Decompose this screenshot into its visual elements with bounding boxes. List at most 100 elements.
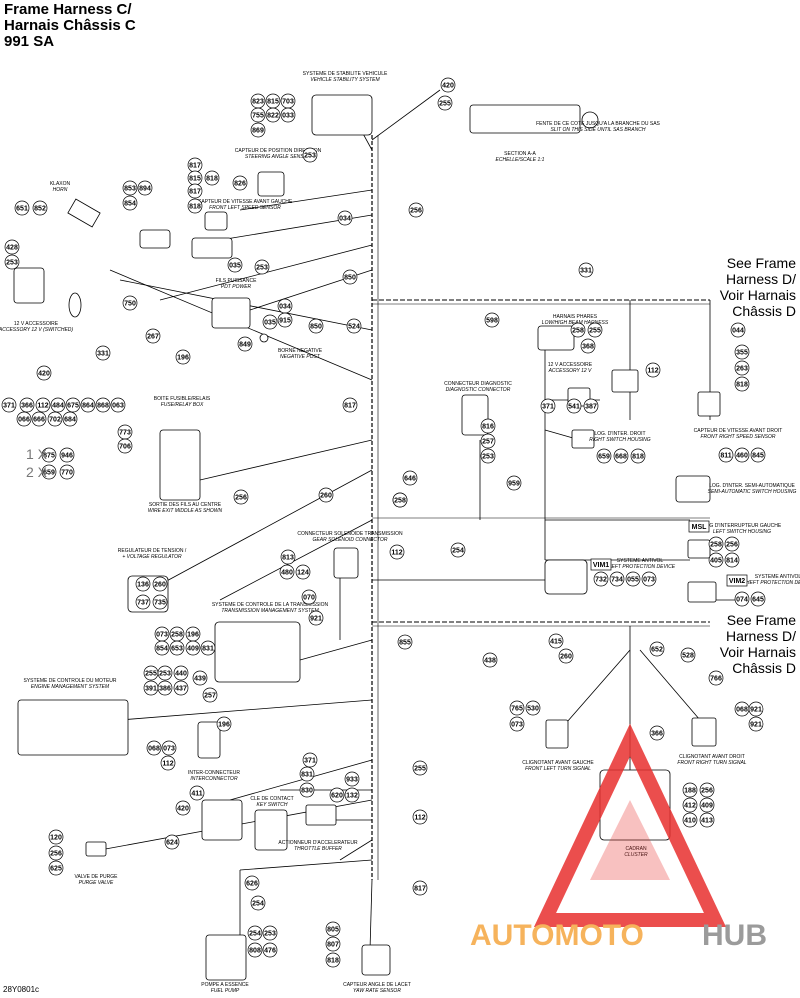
component-label-fr: SYSTEME DE CONTROLE DE LA TRANSMISSION (212, 602, 329, 608)
callout-number: 816 (482, 424, 494, 431)
callout-circle (480, 448, 496, 464)
callout-circle (682, 812, 698, 828)
svg-text:AUTOMOTO: AUTOMOTO (470, 919, 644, 952)
callout-circle (389, 544, 405, 560)
callout-circle (325, 936, 341, 952)
callout-number: 255 (414, 766, 426, 773)
callout-circle (397, 634, 413, 650)
callout-circle (175, 349, 191, 365)
callout-number: 355 (736, 350, 748, 357)
page-title: Frame Harness C/ Harnais Châssis C 991 S… (4, 2, 136, 50)
callout-circle (578, 262, 594, 278)
callout-number: 646 (404, 476, 416, 483)
component-label-fr: SYSTEME DE STABILITE VEHICULE (303, 71, 388, 77)
small-label-text: VIM1 (593, 562, 609, 569)
callout-circle (50, 397, 66, 413)
callout-number: 805 (327, 927, 339, 934)
callout-circle (625, 571, 641, 587)
callout-circle (192, 670, 208, 686)
callout-circle (32, 200, 48, 216)
callout-circle (31, 411, 47, 427)
beam-harness-part (537, 325, 575, 351)
callout-number: 864 (82, 403, 94, 410)
component-label-en: KEY SWITCH (256, 802, 287, 808)
see-frame-line: Harness D/ (725, 628, 796, 644)
callout-number: 253 (304, 153, 316, 160)
callout-circle (641, 571, 657, 587)
component-label-en: NEGATIVE POST (280, 354, 321, 360)
callout-number: 405 (710, 558, 722, 565)
callout-number: 770 (61, 470, 73, 477)
component-label-fr: SYSTEME ANTIVOL (755, 574, 800, 580)
callout-circle (152, 594, 168, 610)
component-label-fr: LOG. D'INTER. SEMI-AUTOMATIQUE (709, 483, 795, 489)
component-label-en: THEFT PROTECTION DEVICE (605, 564, 676, 570)
callout-circle (540, 398, 556, 414)
callout-circle (41, 447, 57, 463)
component-label-fr: ACTIONNEUR D'ACCELERATEUR (278, 840, 358, 846)
quantity-1x: 1 X (26, 446, 48, 462)
component-label-fr: BORNE NEGATIVE (278, 348, 323, 354)
callout-number: 868 (97, 403, 109, 410)
callout-number: 257 (482, 439, 494, 446)
component-label-fr: INTER-CONNECTEUR (188, 770, 240, 776)
component-label-en: ACCESSORY 12 V (SWITCHED) (0, 327, 73, 333)
callout-number: 035 (229, 263, 241, 270)
callout-circle (748, 716, 764, 732)
callout-circle (325, 952, 341, 968)
callout-number: 413 (701, 818, 713, 825)
callout-circle (484, 312, 500, 328)
callout-number: 074 (736, 597, 748, 604)
callout-number: 850 (310, 324, 322, 331)
callout-number: 541 (568, 404, 580, 411)
callout-circle (645, 362, 661, 378)
callout-number: 258 (171, 632, 183, 639)
callout-number: 830 (301, 788, 313, 795)
component-label-en: WIRE EXIT MIDDLE AS SHOWN (148, 508, 223, 514)
callout-number: 410 (684, 818, 696, 825)
callout-circle (262, 314, 278, 330)
callout-circle (412, 880, 428, 896)
callout-number: 703 (282, 99, 294, 106)
callout-number: 254 (452, 548, 464, 555)
component-label-fr: REGULATEUR DE TENSION / (118, 548, 187, 554)
title-line-2: Harnais Châssis C (4, 17, 136, 34)
callout-number: 260 (560, 654, 572, 661)
callout-circle (254, 259, 270, 275)
callout-circle (437, 95, 453, 111)
component-label-fr: CONNECTEUR DIAGNOSTIC (444, 381, 512, 387)
callout-number: 391 (145, 686, 157, 693)
callout-circle (122, 295, 138, 311)
component-label-fr: SORTIE DES FILS AU CENTRE (149, 502, 222, 508)
callout-number: 136 (137, 582, 149, 589)
small-label-text: VIM2 (729, 578, 745, 585)
section-view (469, 104, 581, 134)
callout-number: 255 (145, 671, 157, 678)
callout-circle (525, 700, 541, 716)
callout-number: 420 (442, 83, 454, 90)
callout-number: 853 (124, 186, 136, 193)
callout-circle (342, 269, 358, 285)
callout-circle (48, 829, 64, 845)
callout-number: 484 (52, 403, 64, 410)
callout-circle (566, 398, 582, 414)
callout-number: 253 (6, 260, 18, 267)
callout-number: 409 (701, 803, 713, 810)
callout-circle (301, 589, 317, 605)
transmission-module-part (214, 621, 301, 683)
callout-number: 773 (119, 430, 131, 437)
callout-number: 915 (279, 318, 291, 325)
callout-number: 620 (331, 793, 343, 800)
callout-circle (157, 665, 173, 681)
callout-number: 112 (391, 550, 402, 557)
callout-circle (175, 800, 191, 816)
callout-circle (185, 640, 201, 656)
callout-number: 256 (701, 788, 713, 795)
callout-circle (95, 397, 111, 413)
callout-number: 811 (720, 453, 731, 460)
callout-circle (482, 652, 498, 668)
callout-number: 073 (163, 746, 175, 753)
callout-number: 415 (550, 639, 562, 646)
callout-number: 625 (50, 866, 62, 873)
callout-circle (329, 787, 345, 803)
